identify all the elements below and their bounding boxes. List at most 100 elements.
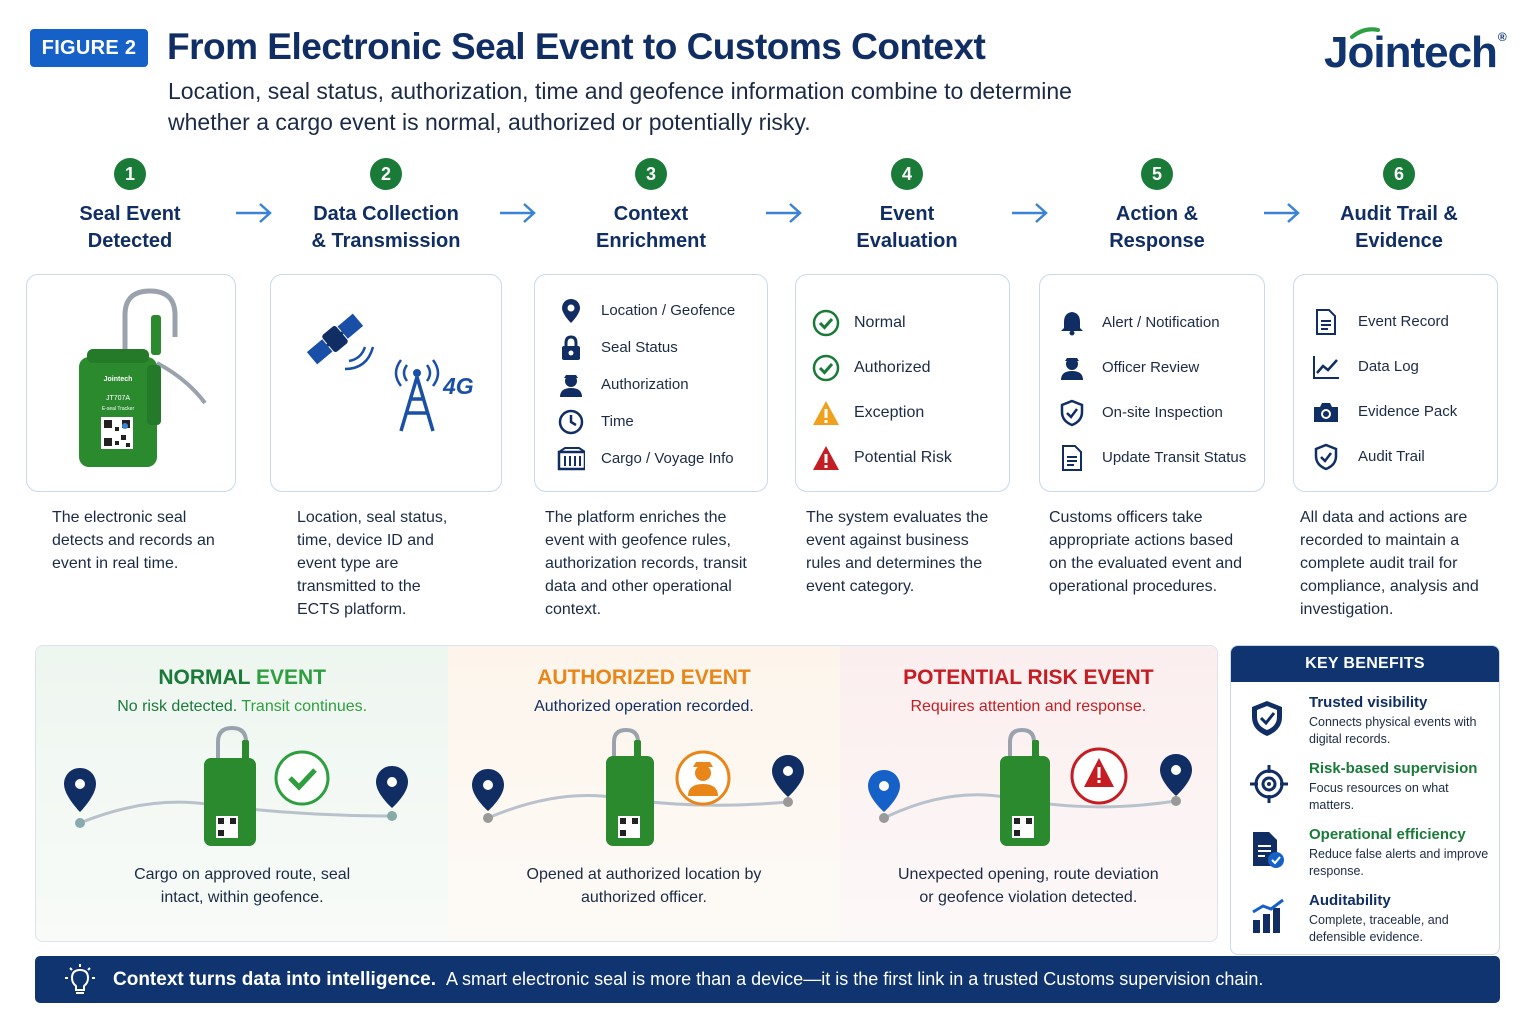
event-subtitle: No risk detected. Transit continues. <box>117 698 368 715</box>
document-icon <box>1312 308 1340 336</box>
location-pin-icon <box>867 770 900 812</box>
location-pin-icon <box>472 769 505 811</box>
context-item-time: Time <box>535 403 767 440</box>
context-enrichment-card: Location / Geofence Seal Status Authoriz… <box>534 274 768 492</box>
warning-orange-icon <box>812 399 840 427</box>
location-pin-icon <box>64 768 96 812</box>
step-number: 3 <box>635 158 667 190</box>
event-evaluation-card: Normal Authorized Exception Potential Ri… <box>795 274 1010 492</box>
step-6-header: 6 Audit Trail & Evidence <box>1324 158 1474 255</box>
step-4-description: The system evaluates the event against b… <box>806 509 989 595</box>
step-title: Enrichment <box>595 230 707 252</box>
key-benefits-title: KEY BENEFITS <box>1231 646 1499 682</box>
normal-route-scene <box>64 725 408 846</box>
event-categories-panel: NORMAL EVENT No risk detected. Transit c… <box>35 645 1218 942</box>
audit-item-audit-trail: Audit Trail <box>1294 434 1497 479</box>
step-6-description: All data and actions are recorded to mai… <box>1300 509 1479 618</box>
risk-route-scene <box>867 727 1192 846</box>
context-item-location: Location / Geofence <box>535 292 767 329</box>
arrow-right-icon <box>236 203 272 223</box>
context-item-seal-status: Seal Status <box>535 329 767 366</box>
benefit-trusted-visibility: Trusted visibility Connects physical eve… <box>1231 694 1499 756</box>
line-chart-icon <box>1312 353 1340 381</box>
seal-event-card: Jointech JT707A E-seal Tracker <box>26 274 236 492</box>
document-icon <box>1058 444 1086 472</box>
context-item-cargo: Cargo / Voyage Info <box>535 440 767 477</box>
bell-icon <box>1058 309 1086 337</box>
context-item-authorization: Authorization <box>535 366 767 403</box>
officer-icon <box>1058 354 1086 382</box>
network-4g-label: 4G <box>443 373 474 399</box>
satellite-icon <box>306 313 375 371</box>
event-description: Unexpected opening, route deviation or g… <box>898 866 1159 906</box>
warning-red-icon <box>812 444 840 472</box>
clock-icon <box>557 408 585 436</box>
figure-badge: FIGURE 2 <box>30 29 148 67</box>
step-2-header: 2 Data Collection & Transmission <box>296 158 476 255</box>
step-4-header: 4 Event Evaluation <box>837 158 977 255</box>
camera-icon <box>1312 398 1340 426</box>
step-5-header: 5 Action & Response <box>1087 158 1227 255</box>
location-pin-icon <box>1159 754 1192 796</box>
bar-chart-icon <box>1252 898 1284 933</box>
benefit-risk-supervision: Risk-based supervision Focus resources o… <box>1231 760 1499 822</box>
audit-item-evidence-pack: Evidence Pack <box>1294 389 1497 434</box>
evaluation-item-exception: Exception <box>796 390 1009 435</box>
step-1-description: The electronic seal detects and records … <box>52 509 215 572</box>
warning-red-icon <box>1070 747 1128 805</box>
audit-trail-card: Event Record Data Log Evidence Pack Audi… <box>1293 274 1498 492</box>
step-3-description: The platform enriches the event with geo… <box>545 509 747 618</box>
step-2-description: Location, seal status, time, device ID a… <box>297 509 448 618</box>
step-5-description: Customs officers take appropriate action… <box>1049 509 1243 595</box>
arrow-right-icon <box>1012 203 1048 223</box>
officer-badge-icon <box>675 750 731 806</box>
data-transmission-card: 4G <box>270 274 502 492</box>
step-title: Evaluation <box>856 230 958 252</box>
evaluation-item-potential-risk: Potential Risk <box>796 435 1009 480</box>
step-title: Detected <box>87 230 173 252</box>
brand-swoosh-icon <box>1350 27 1380 39</box>
action-response-card: Alert / Notification Officer Review On-s… <box>1039 274 1265 492</box>
document-check-icon <box>1253 832 1284 868</box>
step-title: Audit Trail & <box>1340 203 1458 225</box>
step-3-header: 3 Context Enrichment <box>581 158 721 255</box>
location-pin-icon <box>557 297 585 325</box>
step-title: Event <box>879 203 935 225</box>
electronic-seal-icon: Jointech JT707A E-seal Tracker <box>79 288 207 467</box>
evaluation-item-normal: Normal <box>796 300 1009 345</box>
step-1-header: 1 Seal Event Detected <box>60 158 200 255</box>
location-pin-icon <box>376 766 408 808</box>
risk-event-panel: POTENTIAL RISK EVENT Requires attention … <box>839 646 1217 941</box>
seal-brand-label: Jointech <box>104 376 133 383</box>
event-title: AUTHORIZED EVENT <box>537 666 751 689</box>
footer-headline: Context turns data into intelligence. <box>113 968 437 990</box>
step-number: 6 <box>1383 158 1415 190</box>
electronic-seal-icon <box>999 727 1050 846</box>
normal-event-panel: NORMAL EVENT No risk detected. Transit c… <box>36 646 449 941</box>
arrow-right-icon <box>500 203 536 223</box>
authorized-event-panel: AUTHORIZED EVENT Authorized operation re… <box>448 646 840 941</box>
step-number: 5 <box>1141 158 1173 190</box>
page-subtitle: Location, seal status, authorization, ti… <box>168 78 1072 135</box>
seal-model-label: JT707A <box>106 395 130 402</box>
shield-check-icon <box>1058 399 1086 427</box>
container-icon <box>557 445 585 473</box>
page-title: From Electronic Seal Event to Customs Co… <box>167 26 986 67</box>
action-item-update-status: Update Transit Status <box>1040 435 1264 480</box>
action-item-inspection: On-site Inspection <box>1040 390 1264 435</box>
footer-text: A smart electronic seal is more than a d… <box>446 969 1264 989</box>
step-title: Evidence <box>1355 230 1443 252</box>
event-description: Opened at authorized location by authori… <box>526 866 762 906</box>
step-number: 2 <box>370 158 402 190</box>
event-subtitle: Requires attention and response. <box>910 698 1147 715</box>
step-number: 4 <box>891 158 923 190</box>
electronic-seal-icon <box>204 725 256 846</box>
action-item-officer-review: Officer Review <box>1040 345 1264 390</box>
benefit-operational-efficiency: Operational efficiency Reduce false aler… <box>1231 826 1499 888</box>
step-title: Context <box>613 203 689 225</box>
footer-banner: Context turns data into intelligence. A … <box>35 956 1500 1003</box>
officer-icon <box>557 371 585 399</box>
action-item-alert: Alert / Notification <box>1040 300 1264 345</box>
arrow-right-icon <box>766 203 802 223</box>
check-circle-icon <box>812 309 840 337</box>
